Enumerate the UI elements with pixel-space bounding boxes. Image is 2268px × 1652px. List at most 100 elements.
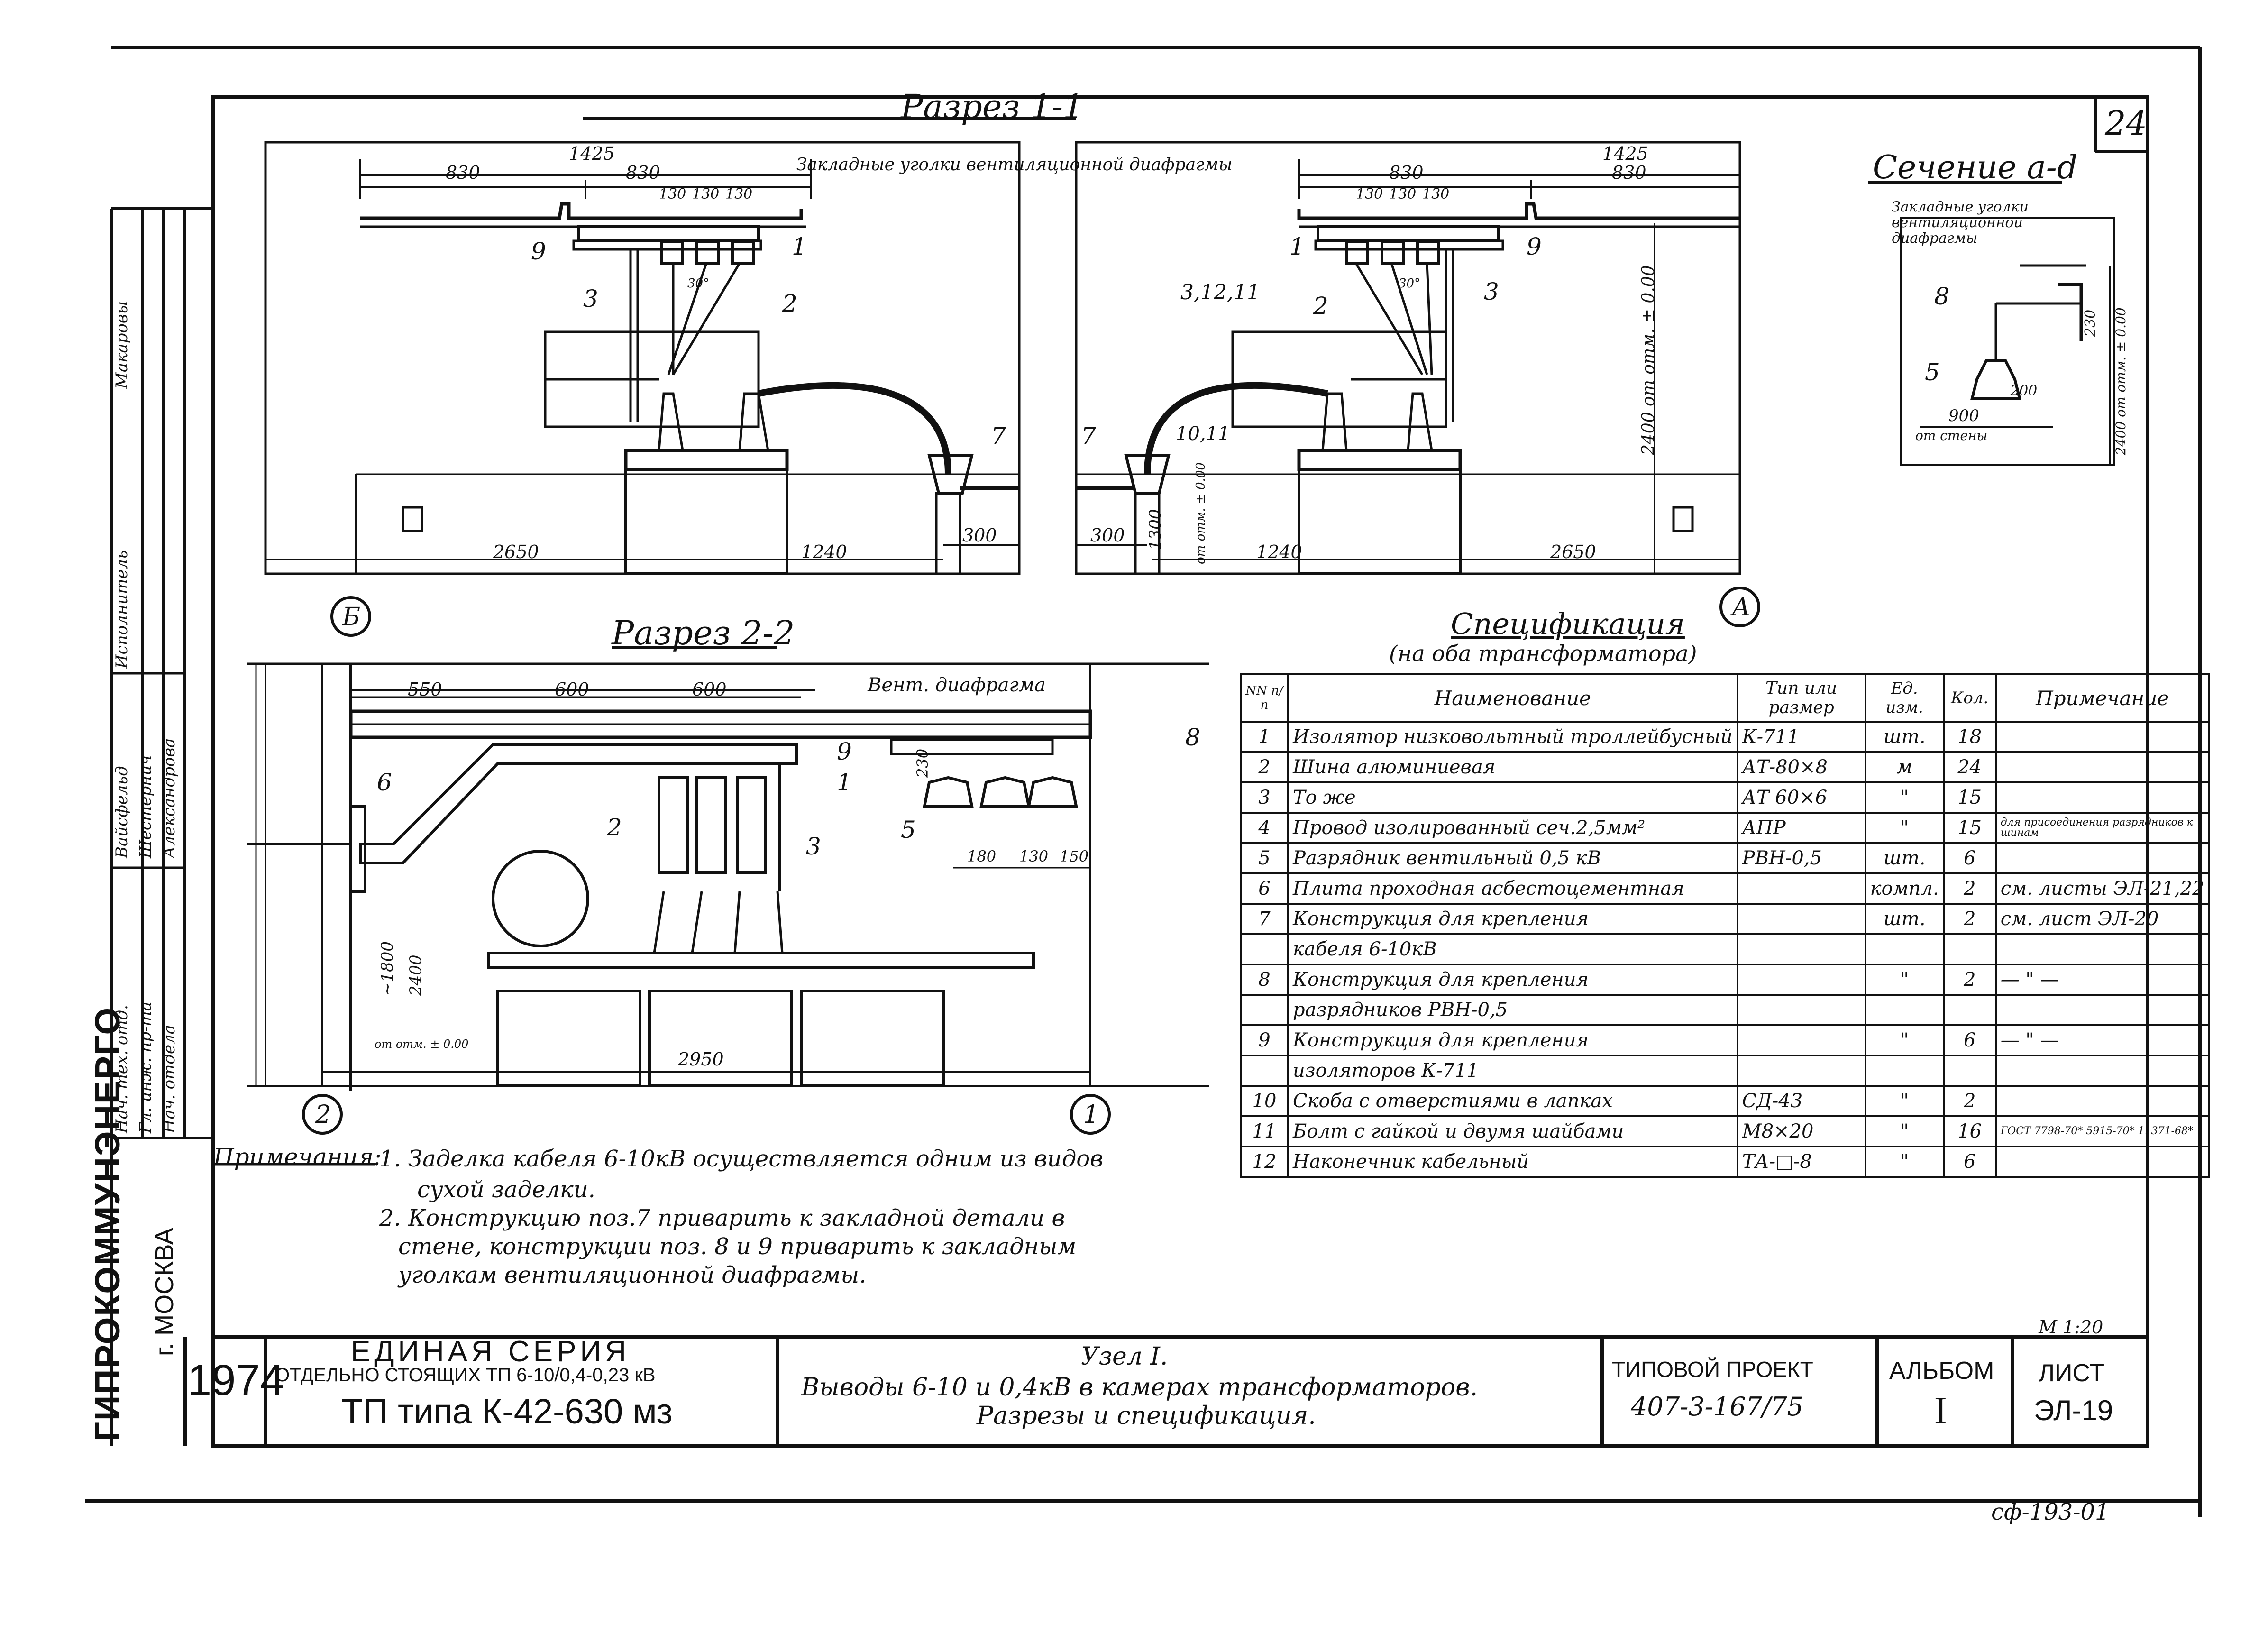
spec-cell-name: Плита проходная асбестоцементная: [1287, 872, 1738, 905]
spec-cell-note: см. лист ЭЛ-20: [1994, 903, 2210, 935]
spec-cell-qty: 24: [1942, 751, 1997, 783]
spec-cell-qty: 2: [1942, 964, 1997, 996]
spec-cell-name: Конструкция для крепления: [1287, 964, 1738, 996]
tp-type: ТП типа К-42-630 мз: [341, 1392, 673, 1431]
spec-cell-n: 12: [1240, 1146, 1289, 1178]
spec-cell-qty: [1942, 1055, 1997, 1087]
spec-subtitle: (на оба трансформатора): [1389, 641, 1697, 666]
spec-cell-type: [1736, 964, 1866, 996]
spec-cell-type: [1736, 872, 1866, 905]
callout-3-left: 3: [583, 285, 598, 312]
sig-name-4: Макаровы: [112, 301, 131, 389]
dim-830-left-a: 830: [446, 162, 480, 183]
axis-marker-1: 1: [1083, 1101, 1099, 1129]
dim-130-left-b: 130: [692, 186, 720, 202]
spec-cell-n: 11: [1240, 1115, 1289, 1147]
vent-diaphragm-label: Вент. диафрагма: [868, 674, 1046, 696]
spec-cell-type: [1736, 933, 1866, 965]
dim-2400-1-1: 2400 от отм. ± 0.00: [1639, 265, 1658, 455]
sig-name-1: Вайсфельд: [112, 766, 131, 858]
dim-900-a-d: 900: [1948, 406, 1979, 425]
callout-9-right: 9: [1527, 233, 1542, 260]
spec-cell-n: [1240, 994, 1289, 1026]
note-line-2: сухой заделки.: [417, 1176, 595, 1203]
callout-7-left: 7: [991, 422, 1006, 450]
spec-cell-unit: ": [1864, 1024, 1945, 1056]
spec-title: Спецификация: [1451, 606, 1685, 641]
dim-130-right-c: 130: [1422, 186, 1450, 202]
dim-830-right-b: 830: [1612, 162, 1646, 183]
spec-cell-n: 10: [1240, 1085, 1289, 1117]
spec-cell-name: Разрядник вентильный 0,5 кВ: [1287, 842, 1738, 874]
sig-role-1: Нач. тех. отд.: [112, 1005, 131, 1133]
callout-7-right: 7: [1081, 422, 1096, 450]
dim-1240-left: 1240: [801, 541, 847, 562]
spec-cell-qty: 6: [1942, 1146, 1997, 1178]
album-number: I: [1934, 1390, 1947, 1432]
callout-5-a-d: 5: [1925, 358, 1940, 386]
spec-cell-name: Скоба с отверстиями в лапках: [1287, 1085, 1738, 1117]
callout-2-left: 2: [782, 290, 797, 317]
spec-cell-n: [1240, 1055, 1289, 1087]
spec-cell-qty: 6: [1942, 1024, 1997, 1056]
dim-600-b: 600: [692, 679, 727, 700]
spec-cell-unit: шт.: [1864, 842, 1945, 874]
dim-from-wall: от стены: [1915, 428, 1988, 443]
callout-1-2-2: 1: [837, 769, 852, 796]
section-a-d-title: Сечение а-d: [1873, 149, 2078, 186]
spec-cell-note: см. листы ЭЛ-21,22: [1994, 872, 2210, 905]
dim-130-right-b: 130: [1389, 186, 1417, 202]
spec-cell-note: [1994, 751, 2210, 783]
spec-cell-n: 5: [1240, 842, 1289, 874]
spec-cell-name: кабеля 6-10кВ: [1287, 933, 1738, 965]
sig-name-3: Александрова: [160, 738, 179, 858]
spec-cell-type: [1736, 903, 1866, 935]
angle-30-right: 30°: [1399, 276, 1421, 291]
spec-cell-qty: [1942, 994, 1997, 1026]
spec-cell-type: [1736, 1055, 1866, 1087]
sheet-number: 24: [2105, 104, 2148, 143]
spec-cell-note: — " —: [1994, 1024, 2210, 1056]
dim-300-left: 300: [962, 525, 997, 546]
dim-2400-2-2: 2400: [406, 954, 425, 996]
sheet-frame: [85, 46, 2202, 1517]
year: 1974: [187, 1356, 284, 1404]
spec-cell-qty: 2: [1942, 1085, 1997, 1117]
spec-cell-name: Конструкция для крепления: [1287, 903, 1738, 935]
spec-cell-name: Шина алюминиевая: [1287, 751, 1738, 783]
callout-8-2-2: 8: [1185, 724, 1200, 751]
spec-cell-note: ГОСТ 7798-70* 5915-70* 11371-68*: [1994, 1115, 2210, 1147]
dim-300-right: 300: [1090, 525, 1125, 546]
section-a-d: [1900, 217, 2115, 466]
spec-cell-name: изоляторов К-711: [1287, 1055, 1738, 1087]
spec-cell-name: Конструкция для крепления: [1287, 1024, 1738, 1056]
spec-cell-type: [1736, 994, 1866, 1026]
spec-header-num: NN п/п: [1240, 673, 1289, 723]
callout-9-2-2: 9: [837, 738, 852, 765]
dim-550: 550: [408, 679, 442, 700]
side-stamp: [110, 207, 213, 1446]
dim-150: 150: [1060, 847, 1089, 865]
callout-3-12-11: 3,12,11: [1180, 280, 1260, 304]
dim-130-left-a: 130: [659, 186, 686, 202]
note-line-1: 1. Заделка кабеля 6-10кВ осуществляется …: [379, 1146, 1104, 1172]
series-title: ЕДИНАЯ СЕРИЯ: [351, 1335, 630, 1368]
spec-cell-unit: м: [1864, 751, 1945, 783]
spec-cell-qty: 18: [1942, 721, 1997, 753]
callout-10-11: 10,11: [1176, 423, 1230, 445]
stamp-code: сф-193-01: [1991, 1499, 2110, 1525]
spec-header-name: Наименование: [1287, 673, 1738, 723]
notes-heading: Примечания:: [213, 1143, 382, 1171]
callout-3-2-2: 3: [806, 833, 821, 860]
spec-cell-unit: [1864, 994, 1945, 1026]
angle-30-left: 30°: [687, 276, 710, 291]
spec-cell-type: М8×20: [1736, 1115, 1866, 1147]
description-line-1: Выводы 6-10 и 0,4кВ в камерах трансформа…: [801, 1373, 1478, 1402]
spec-cell-note: — " —: [1994, 964, 2210, 996]
spec-row: изоляторов К-711: [1240, 1055, 2210, 1087]
embedded-angles-label: Закладные уголки вентиляционной диафрагм…: [796, 155, 1233, 174]
dim-180: 180: [967, 847, 997, 865]
spec-cell-n: 7: [1240, 903, 1289, 935]
